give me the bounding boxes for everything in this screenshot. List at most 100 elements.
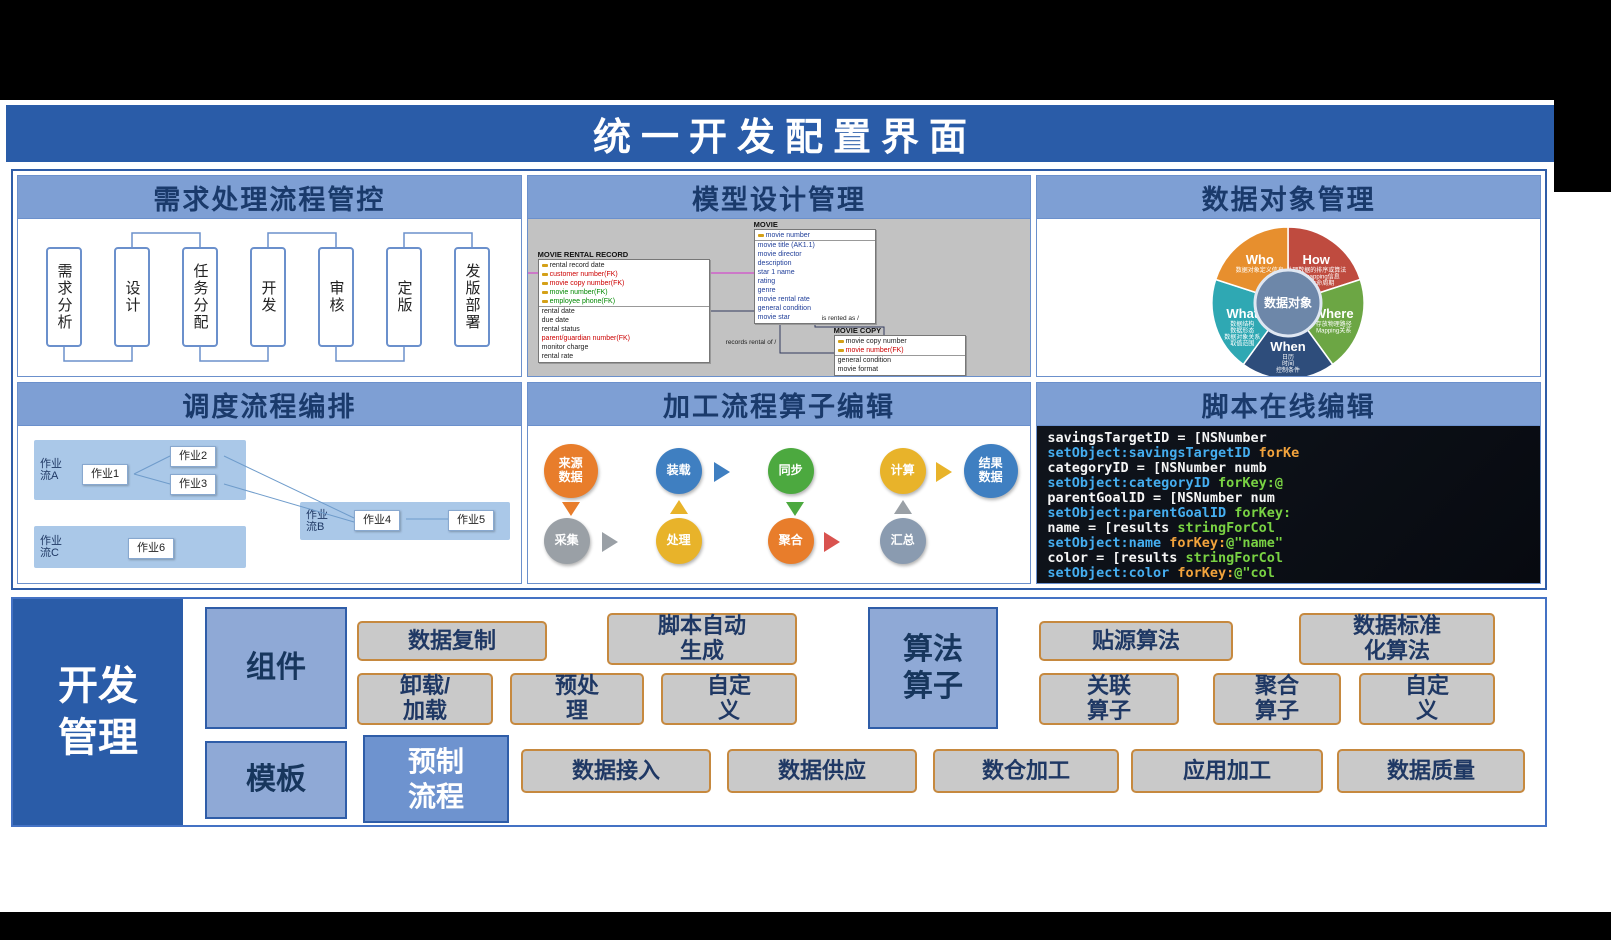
svg-text:数据结构: 数据结构: [1231, 320, 1255, 328]
er-field: customer number(FK): [539, 270, 709, 279]
panel-processing-title: 加工流程算子编辑: [527, 383, 1031, 426]
panel-requirements-title: 需求处理流程管控: [18, 176, 521, 219]
component-group-label: 组件: [205, 607, 347, 729]
panel-data-object: 数据对象管理 How处理数据的排序或算法字段mapping信息数据生命周期Whe…: [1036, 175, 1541, 377]
code-line: setObject:categoryID forKey:@: [1047, 475, 1284, 491]
arrow-down-icon: [561, 502, 580, 516]
process-step: 审核: [318, 247, 354, 347]
jobflow-c-label: 作业流C: [40, 535, 62, 559]
er-field: rental record date: [539, 261, 709, 270]
er-field: movie number: [754, 231, 875, 241]
svg-text:Mapping关系: Mapping关系: [1317, 326, 1352, 334]
node-load: 装载: [655, 448, 702, 494]
code-line: color = [results stringForCol: [1047, 550, 1284, 566]
er-field: description: [757, 260, 792, 267]
arrow-up-icon: [669, 500, 688, 514]
key-icon: [541, 264, 548, 267]
svg-text:What: What: [1227, 306, 1259, 321]
job-connector-lines: [133, 455, 448, 523]
node-total: 汇总: [879, 518, 926, 564]
jobflow-b-label: 作业流B: [306, 509, 328, 533]
flow-connector-lines: [63, 232, 473, 362]
page-title: 统一开发配置界面: [592, 117, 977, 159]
er-field: movie star: [757, 314, 790, 321]
svg-text:数据对象定义信息: 数据对象定义信息: [1236, 266, 1284, 274]
button-custom-algorithm: 自定义: [1359, 673, 1495, 725]
panel-scheduling-body: 作业流A 作业流B 作业流C 作业1 作业2 作业3 作业4 作业5 作业6: [18, 426, 521, 583]
svg-text:字段mapping信息: 字段mapping信息: [1293, 273, 1340, 281]
panel-requirements: 需求处理流程管控 需求分析设计任务分配开发审核定版发版部署: [17, 175, 522, 377]
node-calc: 计算: [879, 448, 926, 494]
code-line: setObject:savingsTargetID forKe: [1047, 445, 1300, 461]
er-field: star 1 name: [757, 269, 795, 276]
node-collect: 采集: [543, 518, 590, 564]
node-result-data: 结果数据: [963, 444, 1018, 498]
button-unload-load: 卸载/加载: [357, 673, 493, 725]
arrow-right-icon: [601, 532, 618, 552]
svg-text:处理数据的排序或算法: 处理数据的排序或算法: [1287, 266, 1347, 274]
top-right-black-bar: [1554, 100, 1611, 192]
button-warehouse-processing: 数仓加工: [933, 749, 1119, 793]
panel-processing: 加工流程算子编辑 来源数据 装载 同步 计算 结果数据 采集 处理 聚合 汇总: [526, 382, 1032, 584]
key-icon: [757, 234, 764, 237]
er-field: general condition: [837, 357, 891, 364]
panel-data-object-title: 数据对象管理: [1037, 176, 1540, 219]
er-field: movie copy number: [835, 337, 965, 346]
panel-scheduling-title: 调度流程编排: [18, 383, 521, 426]
arrow-right-icon: [713, 462, 730, 482]
svg-text:存放物理路径: 存放物理路径: [1316, 320, 1352, 328]
er-field: general condition: [757, 305, 811, 312]
er-field: genre: [757, 287, 776, 294]
er-field: movie format: [837, 366, 879, 373]
er-field: movie title (AK1.1): [757, 242, 815, 249]
panel-model-design: 模型设计管理 MOVIE RENTAL RECORD rental record…: [526, 175, 1032, 377]
svg-text:When: When: [1271, 339, 1306, 354]
panel-scheduling: 调度流程编排 作业流A 作业流B 作业流C 作业1 作业2 作业3 作业4 作业: [17, 382, 522, 584]
key-icon: [541, 282, 548, 285]
er-edge-label: records rental of /: [725, 339, 777, 346]
button-custom-component: 自定义: [661, 673, 797, 725]
arrow-up-icon: [893, 500, 912, 514]
er-field: monitor charge: [541, 344, 589, 351]
er-edge-label: is rented as /: [821, 315, 859, 322]
code-line: parentGoalID = [NSNumber num: [1047, 490, 1275, 506]
key-icon: [837, 340, 844, 343]
panel-data-object-body: How处理数据的排序或算法字段mapping信息数据生命周期Where存放物理路…: [1037, 219, 1540, 376]
jobflow-a-label: 作业流A: [40, 458, 62, 482]
er-field: movie director: [757, 251, 802, 258]
button-data-ingestion: 数据接入: [521, 749, 711, 793]
code-line: savingsTargetID = [NSNumber: [1047, 430, 1267, 446]
button-data-standardization-algorithm: 数据标准化算法: [1299, 613, 1495, 665]
arrow-right-icon: [823, 532, 840, 552]
feature-panels-grid: 需求处理流程管控 需求分析设计任务分配开发审核定版发版部署 模型设计管理 MOV…: [11, 169, 1547, 590]
svg-text:控制条件: 控制条件: [1276, 366, 1300, 374]
code-line: setObject:name forKey:@"name": [1047, 535, 1284, 551]
er-field: movie rental rate: [757, 296, 810, 303]
job-box: 作业3: [170, 474, 217, 495]
process-step: 需求分析: [46, 247, 82, 347]
svg-text:Where: Where: [1314, 306, 1354, 321]
dev-management-label: 开发管理: [13, 599, 183, 825]
job-box: 作业2: [170, 446, 217, 467]
button-application-processing: 应用加工: [1131, 749, 1323, 793]
node-source-data: 来源数据: [543, 444, 598, 498]
template-group-label: 模板: [205, 741, 347, 819]
er-field: rental status: [541, 326, 580, 333]
node-aggregate: 聚合: [767, 518, 814, 564]
svg-text:日历: 日历: [1282, 354, 1294, 361]
button-data-supply: 数据供应: [727, 749, 917, 793]
er-table-name: MOVIE: [753, 220, 778, 229]
arrow-down-icon: [785, 502, 804, 516]
process-step: 任务分配: [182, 247, 218, 347]
job-box: 作业6: [128, 538, 175, 559]
job-box: 作业4: [354, 510, 401, 531]
arrow-right-icon: [935, 462, 952, 482]
svg-text:数据对象: 数据对象: [1264, 295, 1312, 310]
er-field: rating: [757, 278, 776, 285]
page-title-bar: 统一开发配置界面: [6, 105, 1554, 162]
